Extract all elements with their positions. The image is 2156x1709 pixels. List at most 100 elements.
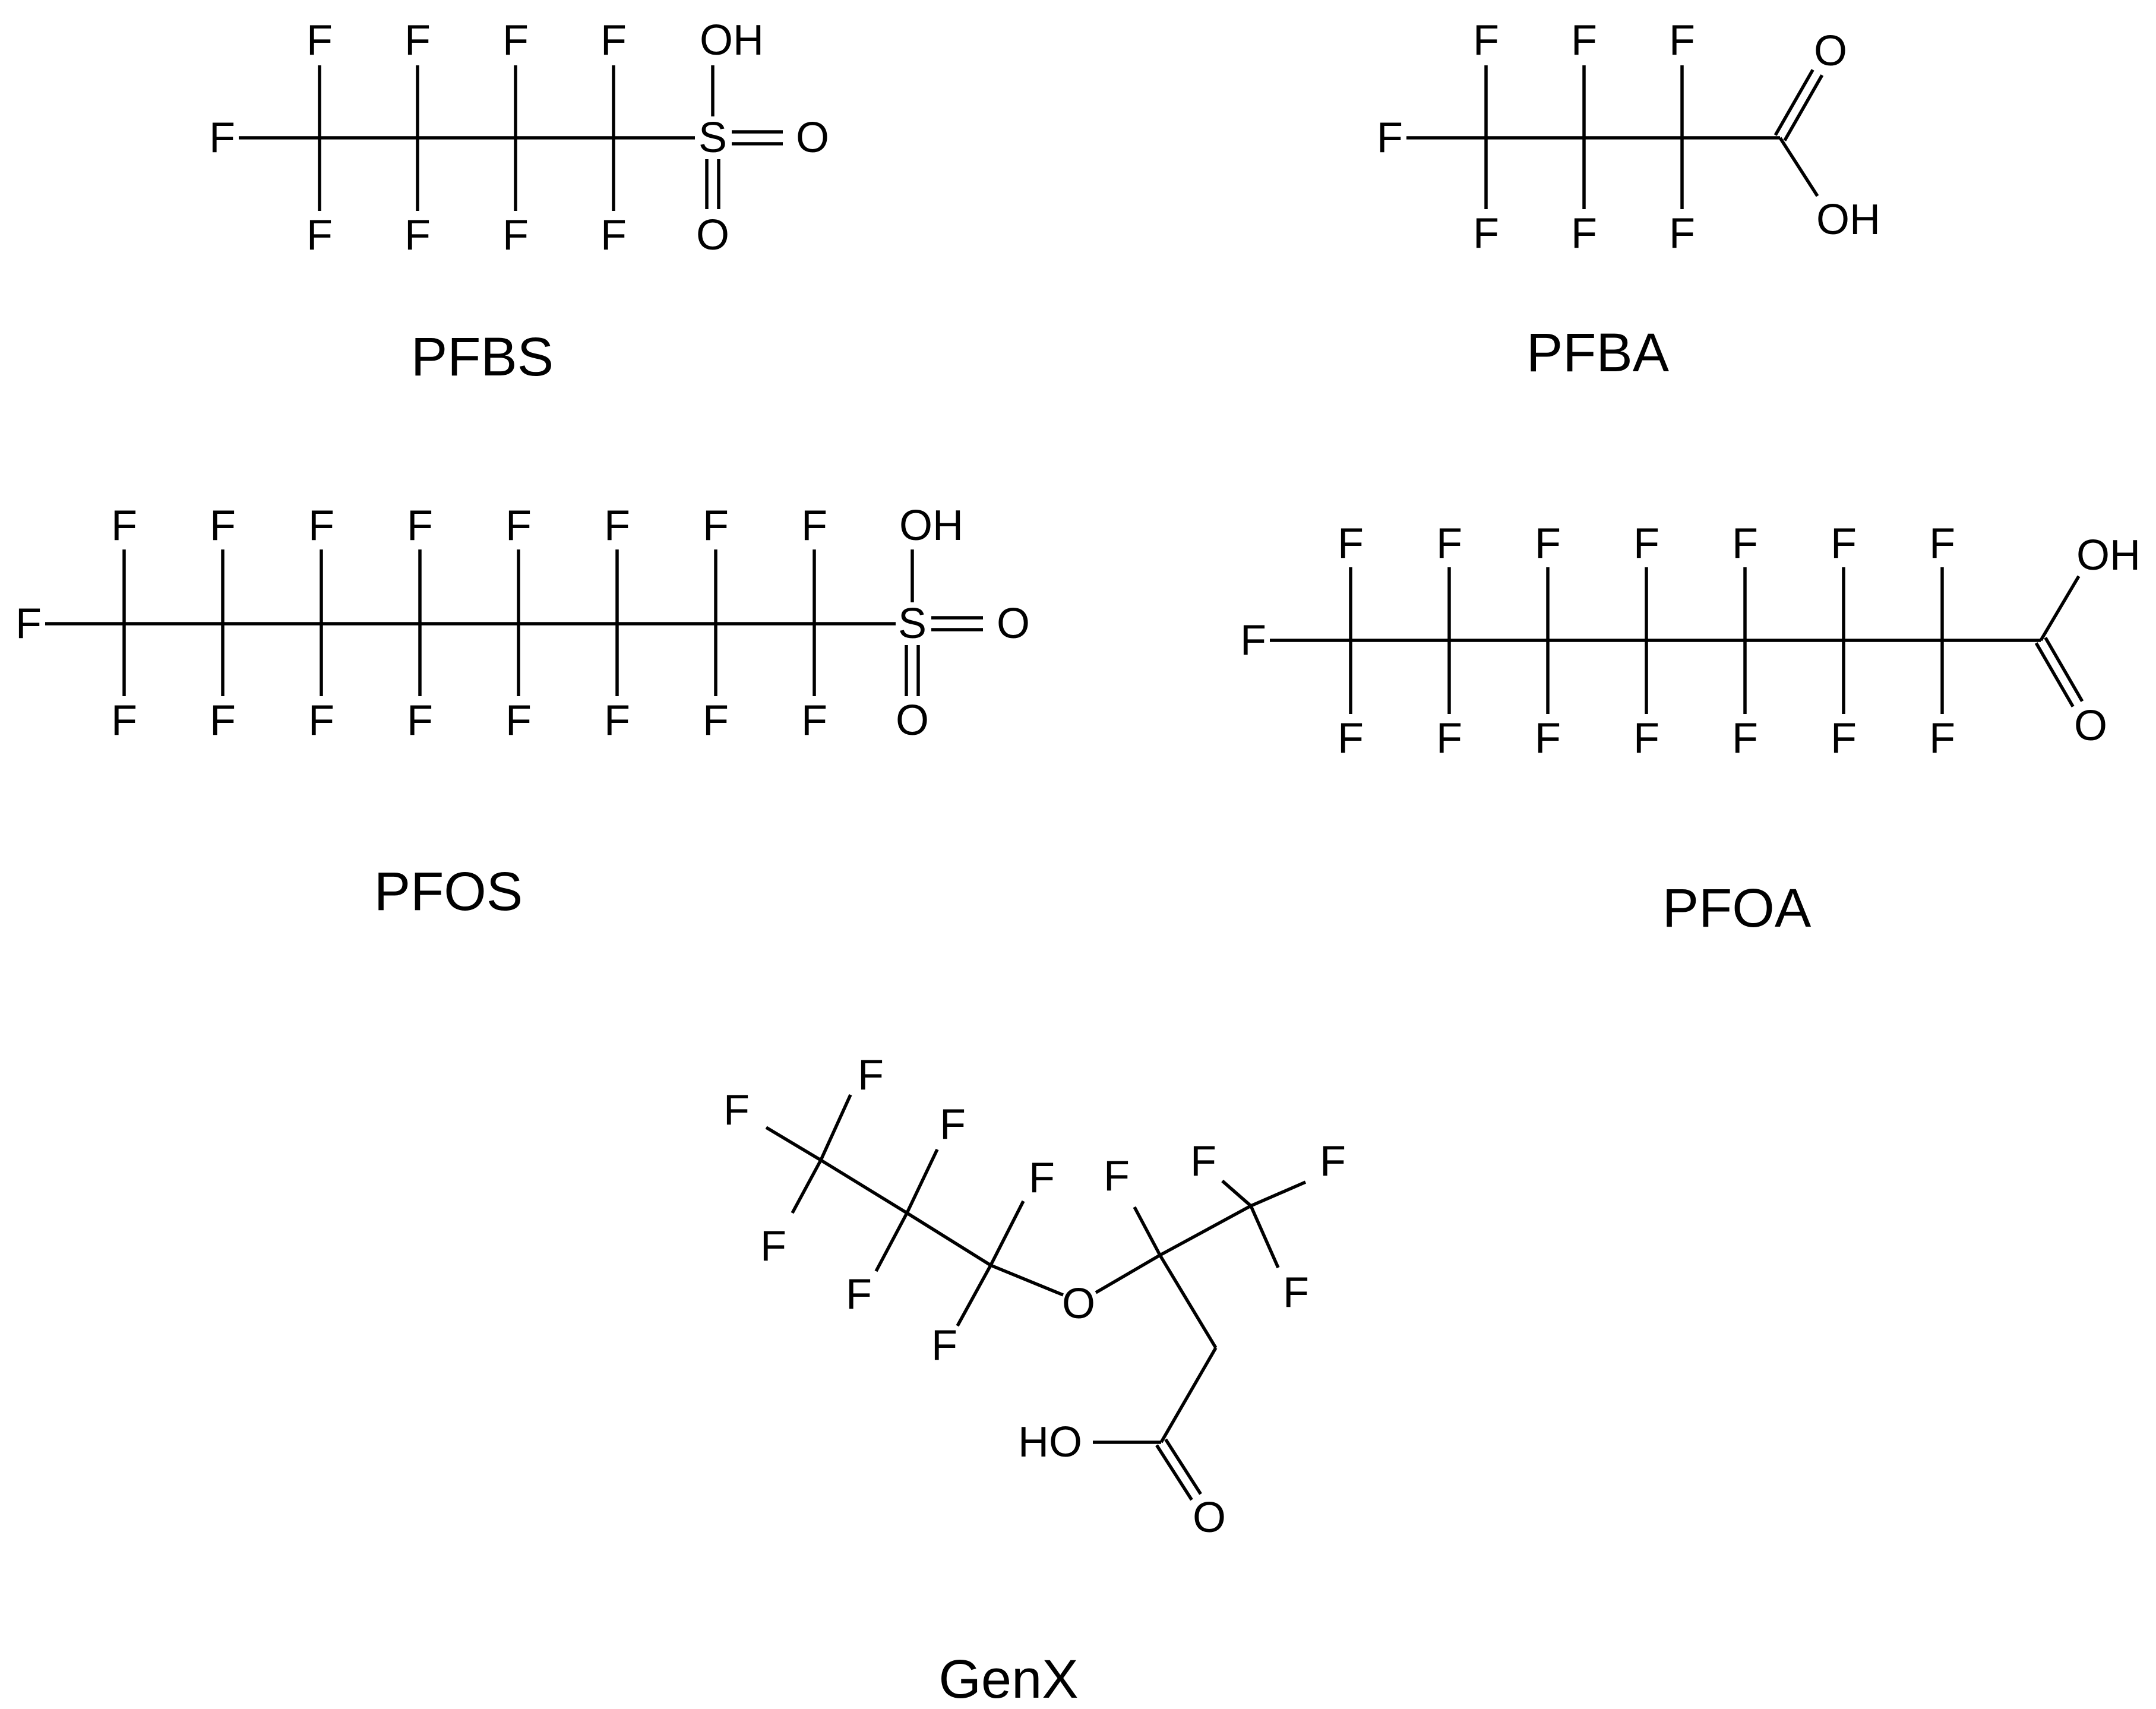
fluorine-atom: F bbox=[306, 211, 333, 259]
fluorine-atom: F bbox=[404, 211, 431, 259]
bond bbox=[765, 1126, 822, 1162]
hydroxyl-group: OH bbox=[2076, 532, 2141, 579]
double-bond bbox=[1164, 1438, 1202, 1495]
fluorine-atom: F bbox=[404, 17, 431, 64]
bond bbox=[906, 1211, 992, 1267]
fluorine-atom: F bbox=[1732, 520, 1758, 567]
fluorine-atom: F bbox=[505, 502, 532, 549]
double-bond bbox=[2044, 637, 2084, 702]
compound-name-genx: GenX bbox=[938, 1649, 1078, 1709]
fluorine-atom: F bbox=[604, 697, 630, 744]
fluorine-atom: F bbox=[209, 114, 235, 162]
fluorine-atom: F bbox=[1633, 715, 1659, 762]
bond bbox=[791, 1159, 823, 1214]
fluorine-atom: F bbox=[1669, 17, 1695, 64]
bond bbox=[1778, 137, 1819, 197]
fluorine-atom: F bbox=[1436, 715, 1462, 762]
fluorine-atom: F bbox=[407, 697, 433, 744]
sulfur-atom: S bbox=[898, 600, 927, 647]
fluorine-atom: F bbox=[1338, 520, 1364, 567]
double-bond bbox=[1774, 69, 1814, 136]
fluorine-atom: F bbox=[1283, 1269, 1309, 1316]
oxygen-atom: O bbox=[1193, 1494, 1226, 1541]
fluorine-atom: F bbox=[703, 502, 729, 549]
fluorine-atom: F bbox=[502, 17, 529, 64]
fluorine-atom: F bbox=[1436, 520, 1462, 567]
bond bbox=[874, 1212, 909, 1272]
double-bond bbox=[1783, 74, 1824, 141]
fluorine-atom: F bbox=[210, 697, 236, 744]
bond bbox=[819, 1094, 852, 1161]
oxygen-atom: O bbox=[796, 114, 829, 162]
hydroxyl-group: OH bbox=[899, 502, 963, 549]
fluorine-atom: F bbox=[723, 1086, 750, 1134]
fluorine-atom: F bbox=[1104, 1152, 1130, 1200]
fluorine-atom: F bbox=[1473, 210, 1499, 257]
bond bbox=[1095, 1253, 1161, 1294]
fluorine-atom: F bbox=[1929, 715, 1955, 762]
fluorine-atom: F bbox=[1029, 1154, 1055, 1202]
fluorine-atom: F bbox=[1669, 210, 1695, 257]
bond bbox=[1133, 1206, 1162, 1256]
bond bbox=[1158, 1254, 1218, 1349]
oxygen-atom: O bbox=[997, 600, 1030, 647]
fluorine-atom: F bbox=[1535, 520, 1561, 567]
bond bbox=[2039, 575, 2081, 642]
oxygen-atom: O bbox=[2074, 702, 2107, 750]
sulfur-atom: S bbox=[698, 114, 727, 162]
fluorine-atom: F bbox=[1338, 715, 1364, 762]
bond bbox=[990, 1263, 1064, 1297]
oxygen-atom: O bbox=[696, 211, 729, 259]
bond bbox=[1221, 1179, 1252, 1208]
fluorine-atom: F bbox=[505, 697, 532, 744]
bond bbox=[1159, 1347, 1218, 1443]
fluorine-atom: F bbox=[1633, 520, 1659, 567]
fluorine-atom: F bbox=[502, 211, 529, 259]
fluorine-atom: F bbox=[1320, 1138, 1346, 1185]
fluorine-atom: F bbox=[1571, 210, 1597, 257]
fluorine-atom: F bbox=[1473, 17, 1499, 64]
fluorine-atom: F bbox=[1377, 114, 1403, 162]
fluorine-atom: F bbox=[1831, 520, 1857, 567]
oxygen-atom: O bbox=[1062, 1280, 1095, 1328]
fluorine-atom: F bbox=[801, 697, 827, 744]
hydroxyl-group: HO bbox=[1018, 1419, 1082, 1466]
compound-name-pfba: PFBA bbox=[1526, 323, 1670, 383]
fluorine-atom: F bbox=[1571, 17, 1597, 64]
fluorine-atom: F bbox=[1240, 617, 1266, 664]
hydroxyl-group: OH bbox=[1816, 196, 1880, 244]
fluorine-atom: F bbox=[210, 502, 236, 549]
compound-name-pfoa: PFOA bbox=[1662, 878, 1812, 939]
bond bbox=[1250, 1180, 1307, 1208]
fluorine-atom: F bbox=[858, 1051, 884, 1099]
fluorine-atom: F bbox=[1190, 1138, 1216, 1185]
fluorine-atom: F bbox=[111, 697, 137, 744]
double-bond bbox=[2034, 642, 2075, 707]
double-bond bbox=[1155, 1444, 1193, 1501]
bond bbox=[989, 1200, 1025, 1266]
fluorine-atom: F bbox=[111, 502, 137, 549]
bond bbox=[1159, 1204, 1252, 1257]
fluorine-atom: F bbox=[1831, 715, 1857, 762]
fluorine-atom: F bbox=[703, 697, 729, 744]
bond bbox=[905, 1148, 939, 1214]
fluorine-atom: F bbox=[306, 17, 333, 64]
bond bbox=[820, 1158, 908, 1215]
fluorine-atom: F bbox=[308, 502, 334, 549]
fluorine-atom: F bbox=[308, 697, 334, 744]
fluorine-atom: F bbox=[600, 17, 627, 64]
oxygen-atom: O bbox=[896, 697, 929, 744]
bond bbox=[956, 1264, 992, 1327]
fluorine-atom: F bbox=[1535, 715, 1561, 762]
hydroxyl-group: OH bbox=[700, 17, 764, 64]
fluorine-atom: F bbox=[760, 1222, 786, 1270]
fluorine-atom: F bbox=[407, 502, 433, 549]
fluorine-atom: F bbox=[1732, 715, 1758, 762]
fluorine-atom: F bbox=[931, 1322, 957, 1369]
